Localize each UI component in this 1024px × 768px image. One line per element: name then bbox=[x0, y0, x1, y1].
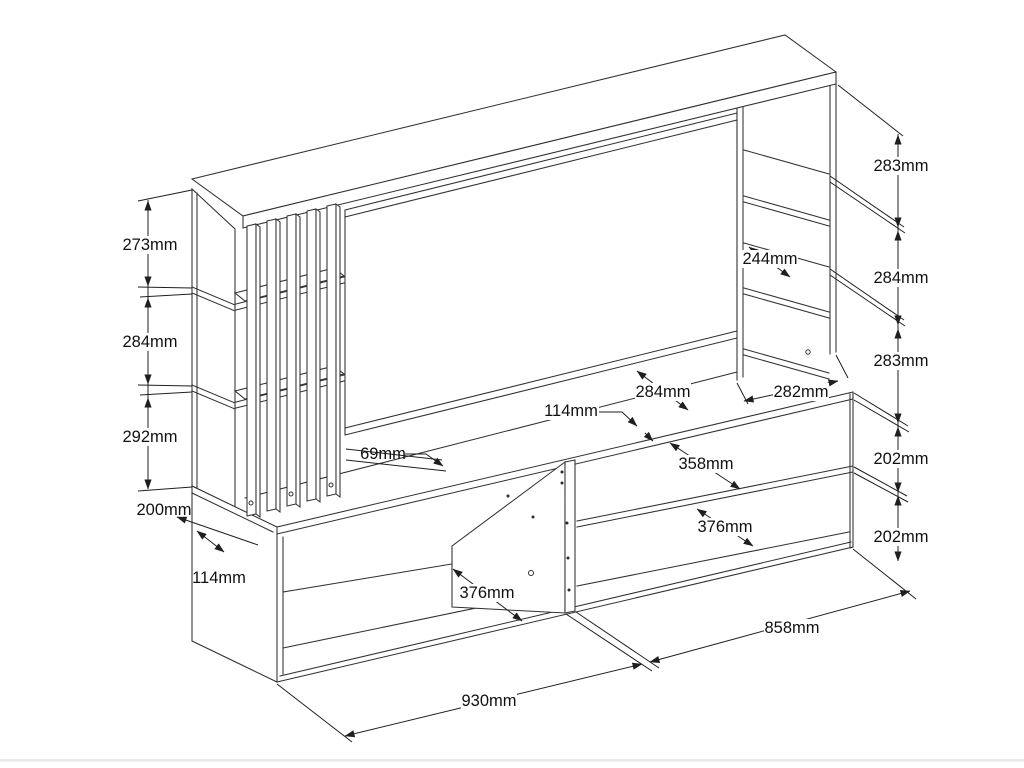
dim-label-left-273: 273mm bbox=[122, 236, 177, 254]
bench-divider-front bbox=[564, 459, 576, 614]
dim-label-69: 69mm bbox=[360, 445, 406, 463]
dim-label-284-middle: 284mm bbox=[635, 383, 690, 401]
dimension-labels: 273mm 284mm 292mm 200mm 114mm 69mm 114mm… bbox=[122, 157, 929, 710]
top-board bbox=[190, 34, 838, 229]
dim-label-right-283b: 283mm bbox=[873, 352, 928, 370]
right-column bbox=[736, 80, 837, 381]
dim-label-right-202b: 202mm bbox=[873, 528, 928, 546]
dim-label-358: 358mm bbox=[678, 455, 733, 473]
dim-label-376-right: 376mm bbox=[697, 518, 752, 536]
dim-label-858: 858mm bbox=[764, 619, 819, 637]
dim-label-282: 282mm bbox=[773, 383, 828, 401]
dim-label-244: 244mm bbox=[742, 250, 797, 268]
dim-label-114-middle: 114mm bbox=[544, 402, 598, 420]
dim-label-930: 930mm bbox=[461, 692, 516, 710]
dim-label-left-284: 284mm bbox=[122, 333, 177, 351]
dim-label-left-292: 292mm bbox=[122, 428, 177, 446]
dim-label-376-left: 376mm bbox=[459, 584, 514, 602]
dim-label-114-left: 114mm bbox=[192, 569, 246, 587]
dim-label-right-202a: 202mm bbox=[873, 450, 928, 468]
dim-label-200: 200mm bbox=[136, 501, 191, 519]
wall-slats bbox=[246, 202, 341, 519]
dim-label-right-284: 284mm bbox=[873, 269, 928, 287]
dim-label-right-283a: 283mm bbox=[873, 157, 928, 175]
bottom-divider bbox=[0, 759, 1024, 762]
back-panel bbox=[344, 112, 738, 436]
